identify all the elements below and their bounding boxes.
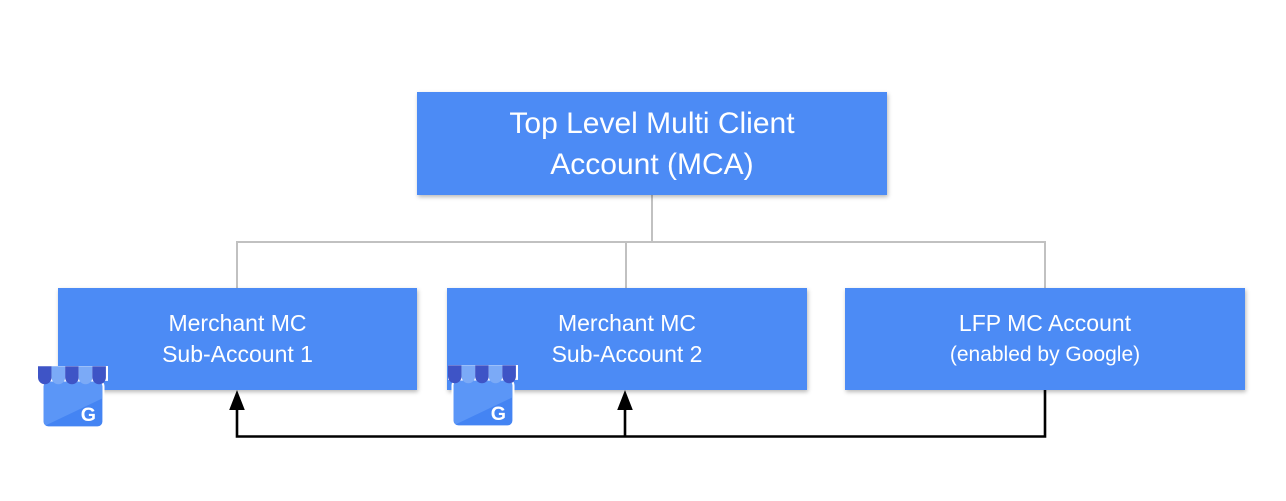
connector-drop-sub1	[236, 241, 238, 288]
awning-stripe	[461, 365, 476, 384]
awning-stripe	[92, 366, 106, 385]
node-label: Merchant MC	[557, 310, 697, 336]
awning-stripe	[78, 366, 93, 385]
google-g-letter: G	[81, 404, 96, 426]
node-merchant-sub-account-1: Merchant MC Sub-Account 1	[58, 288, 417, 390]
awning-stripe	[502, 365, 516, 384]
storefront-fold-highlight	[453, 380, 513, 426]
awning-stripe	[38, 366, 52, 385]
node-label: Top Level Multi Client	[509, 106, 795, 140]
awning-stripe	[475, 365, 489, 384]
google-business-storefront-icon: G	[448, 365, 518, 427]
arrowhead-sub2	[617, 390, 633, 410]
node-label: Merchant MC	[168, 310, 307, 336]
arrow-path	[235, 390, 1047, 438]
connector-mca-stem	[651, 195, 653, 242]
node-label: Sub-Account 1	[162, 341, 313, 367]
awning-stripe	[488, 365, 503, 384]
awning-stripe	[65, 366, 79, 385]
node-lfp-mc-account: LFP MC Account (enabled by Google)	[845, 288, 1245, 390]
connector-drop-lfp	[1044, 241, 1046, 288]
node-top-level-mca: Top Level Multi Client Account (MCA)	[417, 92, 887, 195]
node-label: (enabled by Google)	[949, 343, 1141, 366]
awning-stripe	[448, 365, 462, 384]
connector-horizontal-rail	[236, 241, 1046, 243]
arrowhead-sub1	[229, 390, 245, 410]
connector-drop-sub2	[625, 241, 627, 288]
node-label: Sub-Account 2	[551, 341, 703, 367]
node-label: LFP MC Account	[958, 310, 1132, 336]
google-g-letter: G	[491, 403, 506, 425]
node-label: Account (MCA)	[550, 147, 754, 181]
awning-stripe	[51, 366, 66, 385]
storefront-awning	[448, 365, 516, 384]
storefront-awning	[38, 366, 106, 385]
google-business-storefront-icon: G	[38, 366, 108, 428]
storefront-fold-highlight	[43, 381, 103, 427]
